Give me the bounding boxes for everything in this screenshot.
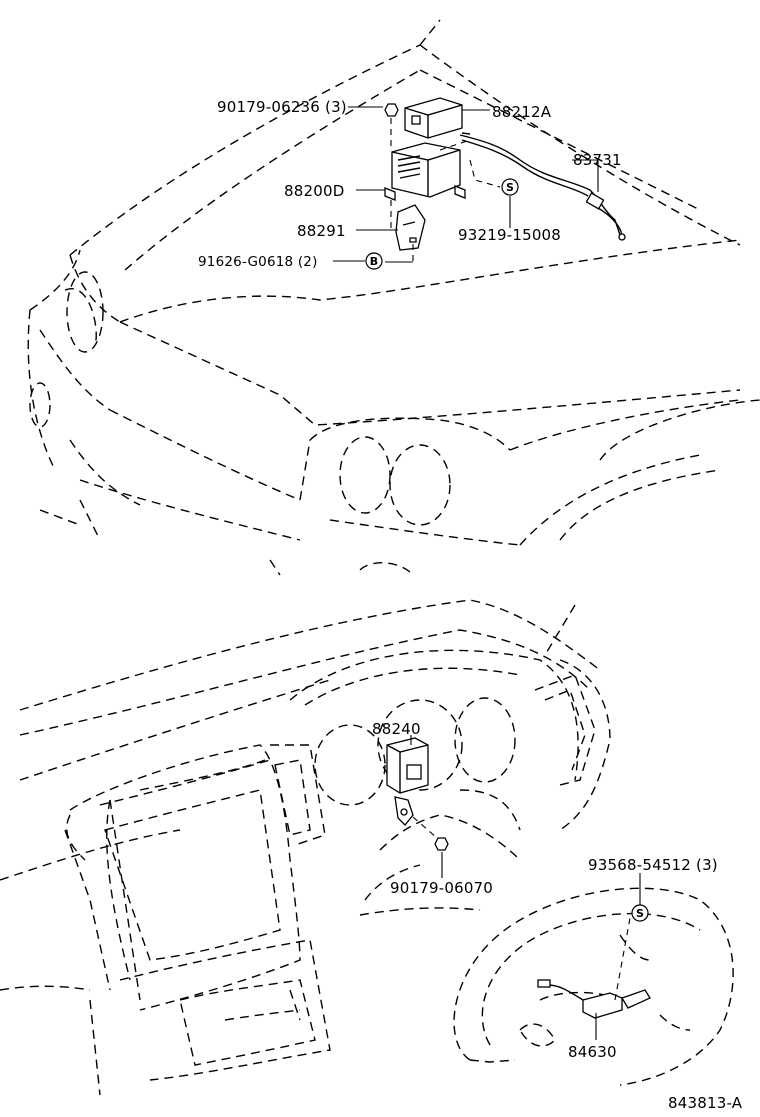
figure-code: 843813-A [668,1094,743,1112]
switch-84630 [537,917,651,1019]
label-88200D: 88200D [284,182,344,200]
vehicle-front-outline [27,19,760,576]
bracket-88291 [395,204,426,251]
bolt-91626 [409,237,417,243]
leaders-top [333,106,599,263]
label-88240: 88240 [372,720,421,738]
b-symbol-top-text: B [370,255,378,268]
s-symbol-bottom-text: S [636,907,644,920]
computer-88240 [386,737,429,826]
label-88291: 88291 [297,222,346,240]
label-90179-06070: 90179-06070 [390,879,493,897]
leaders-bottom [410,735,641,1040]
label-84630: 84630 [568,1043,617,1061]
cable-83731 [459,132,626,241]
label-93219-15008: 93219-15008 [458,226,561,244]
label-83731: 83731 [573,151,622,169]
label-90179-06236: 90179-06236 (3) [217,98,347,116]
attachment-lines-top [390,118,501,262]
actuator-88200D [384,142,466,201]
s-symbol-bottom: S [631,904,649,922]
s-symbol-top-text: S [506,181,514,194]
actuator-cover-88212A [404,97,463,139]
b-symbol-top: B [365,252,383,270]
label-91626-G0618: 91626-G0618 (2) [198,254,318,270]
s-symbol-top: S [501,178,519,196]
label-93568-54512: 93568-54512 (3) [588,856,718,874]
nut-top [384,103,399,117]
nut-90179-06070 [412,816,449,851]
label-88212A: 88212A [492,103,552,121]
dashboard-outline [0,599,611,1096]
steering-wheel [453,887,734,1086]
